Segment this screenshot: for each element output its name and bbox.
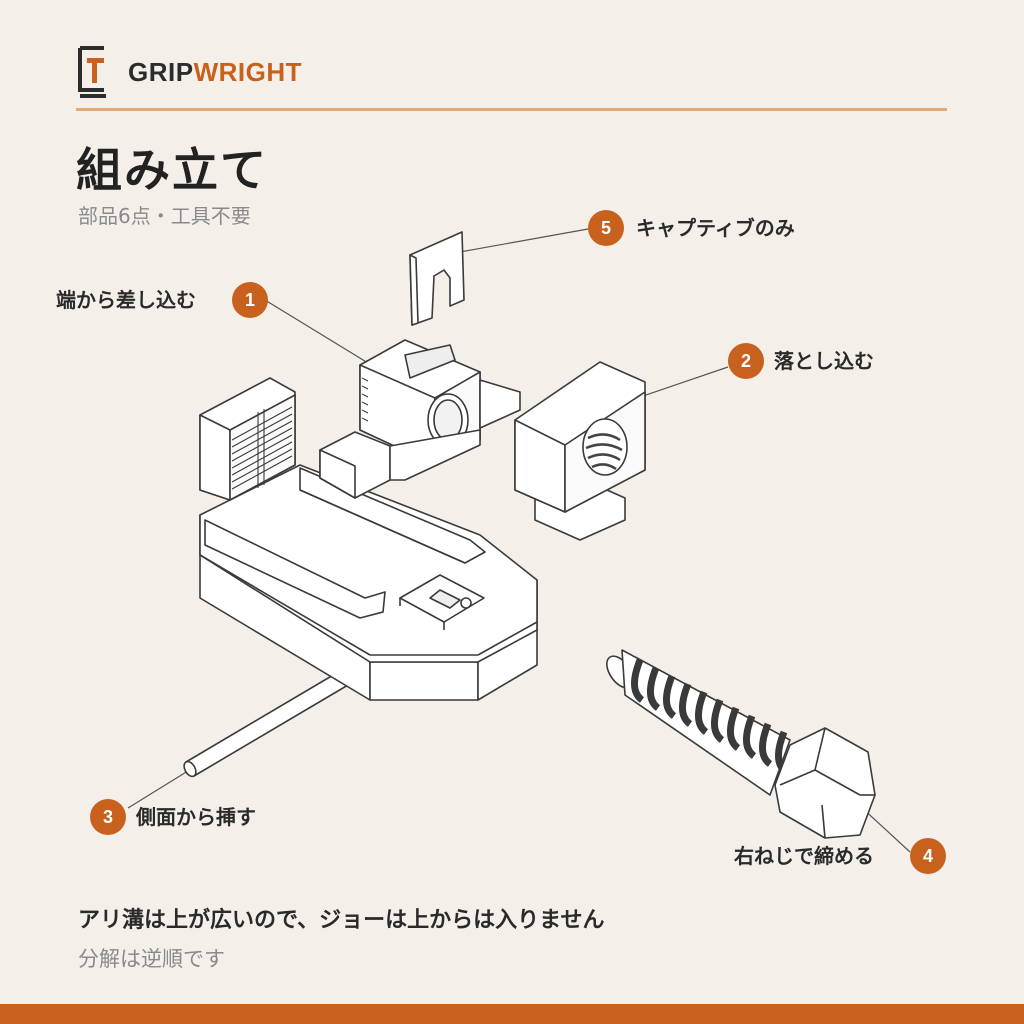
footer-accent-bar bbox=[0, 1004, 1024, 1024]
header-rule bbox=[76, 108, 947, 111]
callout-4-label: 右ねじで締める bbox=[734, 844, 874, 868]
nut-block-part bbox=[514, 361, 646, 541]
callout-1-badge: 1 bbox=[232, 282, 268, 318]
callout-4-badge: 4 bbox=[910, 838, 946, 874]
callout-5-label: キャプティブのみ bbox=[636, 216, 795, 240]
callout-5-badge: 5 bbox=[588, 210, 624, 246]
base-body-part bbox=[199, 377, 538, 701]
page-title: 組み立て bbox=[76, 143, 268, 197]
callout-3-label: 側面から挿す bbox=[136, 805, 256, 829]
disassembly-note: 分解は逆順です bbox=[78, 947, 225, 971]
brand-name: GRIPWRIGHT bbox=[128, 56, 302, 87]
callout-1-label: 端から差し込む bbox=[56, 288, 196, 312]
screw-part bbox=[606, 649, 876, 839]
sliding-jaw-part bbox=[319, 339, 521, 499]
callout-2-badge: 2 bbox=[728, 343, 764, 379]
callout-2-label: 落とし込む bbox=[774, 349, 874, 373]
brand: GRIPWRIGHT bbox=[76, 44, 302, 100]
page-subtitle: 部品6点・工具不要 bbox=[78, 204, 251, 228]
captive-clip-part bbox=[409, 231, 465, 326]
assembly-note: アリ溝は上が広いので、ジョーは上からは入りません bbox=[78, 908, 605, 933]
gripwright-logo-icon bbox=[78, 46, 106, 98]
callout-3-badge: 3 bbox=[90, 799, 126, 835]
